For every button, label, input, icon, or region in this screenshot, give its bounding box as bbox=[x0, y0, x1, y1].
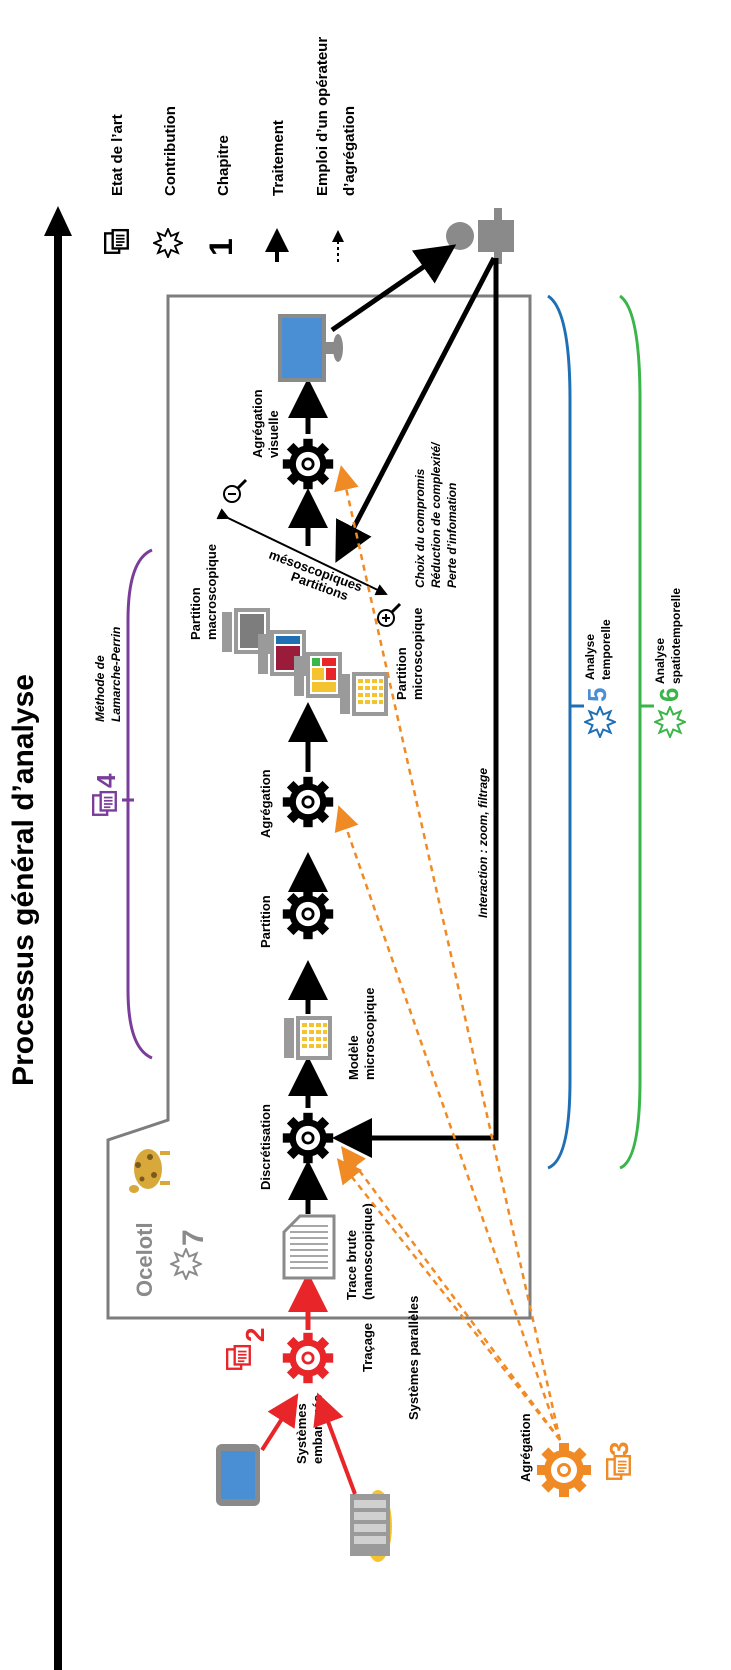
arrow-paralleles-tracage bbox=[313, 1392, 357, 1495]
svg-text:7: 7 bbox=[177, 1229, 210, 1246]
user-icon bbox=[446, 208, 514, 264]
legend-etat-art: Etat de l’art bbox=[104, 114, 129, 254]
discretisation-gear-icon bbox=[282, 1112, 334, 1164]
choix-label-2: Réduction de complexité/ bbox=[429, 441, 443, 588]
ocelotl-frame bbox=[106, 294, 532, 1320]
partition-gear-icon bbox=[282, 888, 334, 940]
arrow-user-interaction bbox=[332, 258, 499, 1158]
clipboard-icon bbox=[606, 1454, 631, 1480]
svg-text:6: 6 bbox=[654, 688, 684, 702]
star-icon bbox=[654, 706, 686, 738]
agg-visuelle-label: Agrégation bbox=[250, 389, 265, 458]
star-icon bbox=[170, 1248, 202, 1280]
partition-meso-icon-1 bbox=[258, 630, 306, 676]
svg-text:Traitement: Traitement bbox=[270, 120, 287, 196]
part-micro-label: Partition bbox=[394, 647, 409, 700]
star-icon bbox=[584, 706, 616, 738]
chapter-6-marker: 6 bbox=[654, 688, 686, 738]
embarques-label: Systèmes bbox=[294, 1403, 309, 1464]
server-rack-icon bbox=[350, 1490, 392, 1562]
chapter-4-marker: 4 bbox=[91, 773, 121, 816]
agg-visuelle-label-2: visuelle bbox=[266, 410, 281, 458]
chapter-5-label-2: temporelle bbox=[599, 619, 613, 680]
chapter-2-marker: 2 bbox=[226, 1328, 270, 1370]
modele-label: Modèle bbox=[346, 1035, 361, 1080]
modele-label-2: microscopique bbox=[362, 988, 377, 1080]
choix-label: Choix du compromis bbox=[413, 468, 427, 588]
partition-label: Partition bbox=[258, 895, 273, 948]
svg-text:Chapitre: Chapitre bbox=[215, 135, 232, 196]
chapter-6-label: Analyse bbox=[653, 638, 667, 684]
tradeoff-arrow bbox=[216, 508, 388, 596]
clipboard-icon bbox=[104, 228, 129, 254]
chapter-6-bracket bbox=[619, 294, 642, 1170]
svg-text:Etat de l’art: Etat de l’art bbox=[109, 114, 126, 196]
discretisation-label: Discrétisation bbox=[258, 1104, 273, 1190]
ocelotl-contribution: 7 bbox=[170, 1229, 210, 1280]
legend-chapitre: 1 Chapitre bbox=[203, 135, 239, 256]
svg-text:2: 2 bbox=[240, 1328, 270, 1342]
trace-label: Trace brute bbox=[344, 1230, 359, 1300]
arrow-screen-user bbox=[330, 244, 457, 333]
chapter-4-bracket bbox=[126, 548, 153, 1060]
agg-visuelle-gear-icon bbox=[282, 438, 334, 490]
tracage-label: Traçage bbox=[360, 1323, 375, 1372]
chapter-4-label-2: Lamarche-Perrin bbox=[109, 627, 123, 722]
choix-label-3: Perte d’infomation bbox=[445, 483, 459, 588]
chapter-4-label: Méthode de bbox=[93, 655, 107, 722]
aggregation-dashed-links bbox=[334, 465, 562, 1441]
clipboard-icon bbox=[92, 790, 117, 816]
legend-emploi: Emploi d’un opérateur d’agrégation bbox=[314, 37, 358, 262]
paralleles-label: Systèmes parallèles bbox=[406, 1296, 421, 1420]
chapter-5-label: Analyse bbox=[583, 634, 597, 680]
svg-text:Contribution: Contribution bbox=[162, 106, 179, 196]
monitor-icon bbox=[278, 314, 343, 382]
tracage-gear-icon bbox=[282, 1332, 334, 1384]
star-icon bbox=[153, 228, 183, 258]
ocelot-logo bbox=[129, 1149, 170, 1193]
aggregation-gear-icon bbox=[537, 1443, 591, 1497]
agregation-gear-icon bbox=[282, 776, 334, 828]
part-micro-label-2: microscopique bbox=[410, 608, 425, 700]
chapter-3-marker: 3 bbox=[604, 1442, 634, 1480]
arrow-embarques-tracage bbox=[260, 1393, 299, 1452]
svg-text:5: 5 bbox=[582, 688, 612, 702]
svg-text:4: 4 bbox=[91, 773, 121, 788]
zoom-in-icon bbox=[377, 602, 402, 627]
svg-text:d’agrégation: d’agrégation bbox=[341, 106, 358, 196]
chapter-number-icon: 1 bbox=[203, 238, 239, 256]
zoom-out-icon bbox=[223, 478, 248, 503]
legend-contribution: Contribution bbox=[153, 106, 183, 258]
chapter-5-bracket bbox=[547, 294, 572, 1170]
process-axis bbox=[44, 206, 72, 1670]
trace-document-icon bbox=[282, 1214, 336, 1280]
agregation-label: Agrégation bbox=[258, 769, 273, 838]
legend: Etat de l’art Contribution 1 Chapitre Tr… bbox=[104, 37, 358, 262]
clipboard-icon bbox=[226, 1344, 251, 1370]
partition-meso-icon-2 bbox=[294, 652, 342, 698]
modele-matrix-icon bbox=[284, 1016, 332, 1060]
partition-micro-icon bbox=[340, 672, 388, 716]
chapter-5-marker: 5 bbox=[582, 688, 616, 738]
svg-text:3: 3 bbox=[604, 1442, 634, 1456]
part-macro-label-2: macroscopique bbox=[204, 544, 219, 640]
trace-label-2: (nanoscopique) bbox=[360, 1203, 375, 1300]
aggregation-op-label: Agrégation bbox=[518, 1413, 533, 1482]
arrow-user-choix bbox=[335, 256, 497, 563]
legend-traitement: Traitement bbox=[265, 120, 289, 262]
tablet-icon bbox=[216, 1444, 260, 1506]
part-macro-label: Partition bbox=[188, 587, 203, 640]
chapter-6-label-2: spatiotemporelle bbox=[669, 588, 683, 684]
page-title: Processus général d’analyse bbox=[7, 674, 40, 1086]
interaction-label: Interaction : zoom, filtrage bbox=[476, 768, 490, 918]
ocelotl-title: Ocelotl bbox=[132, 1222, 157, 1297]
svg-text:Emploi d’un opérateur: Emploi d’un opérateur bbox=[314, 37, 331, 196]
